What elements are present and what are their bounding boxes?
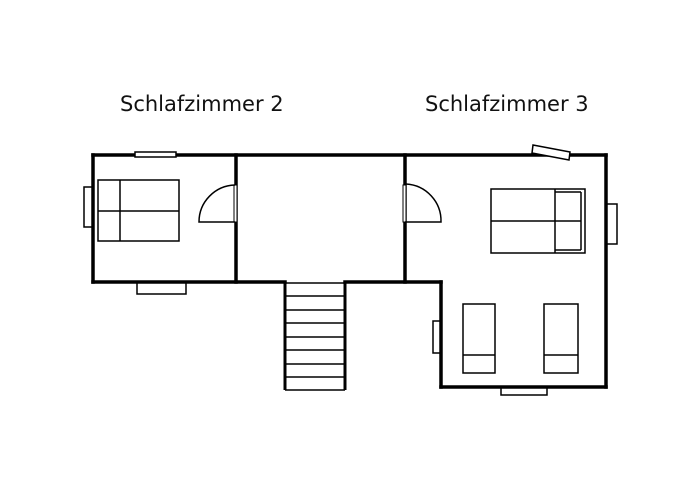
room-label-bedroom-3: Schlafzimmer 3 — [425, 92, 589, 116]
furniture — [97, 179, 586, 374]
door-swing-bedroom2 — [198, 184, 236, 223]
window-bedroom2-left — [83, 186, 93, 228]
room-label-bedroom-2: Schlafzimmer 2 — [120, 92, 284, 116]
doors — [198, 183, 442, 223]
double-bed-bedroom2 — [97, 179, 180, 242]
window-bedroom3-bottom — [500, 387, 548, 396]
stairs — [283, 282, 347, 391]
door-frame-bedroom2 — [233, 184, 238, 223]
window-bedroom3-top-angled — [531, 144, 571, 161]
single-bed-1 — [462, 303, 496, 374]
single-bed-2 — [543, 303, 579, 374]
window-bedroom3-right — [606, 203, 618, 245]
window-bedroom3-left — [432, 320, 441, 354]
window-bedroom2-top — [134, 151, 177, 158]
window-bedroom2-bottom — [136, 282, 187, 295]
door-swing-bedroom3 — [405, 183, 442, 223]
windows — [83, 144, 618, 396]
double-bed-bedroom3 — [490, 188, 586, 254]
door-frame-bedroom3 — [402, 184, 407, 223]
